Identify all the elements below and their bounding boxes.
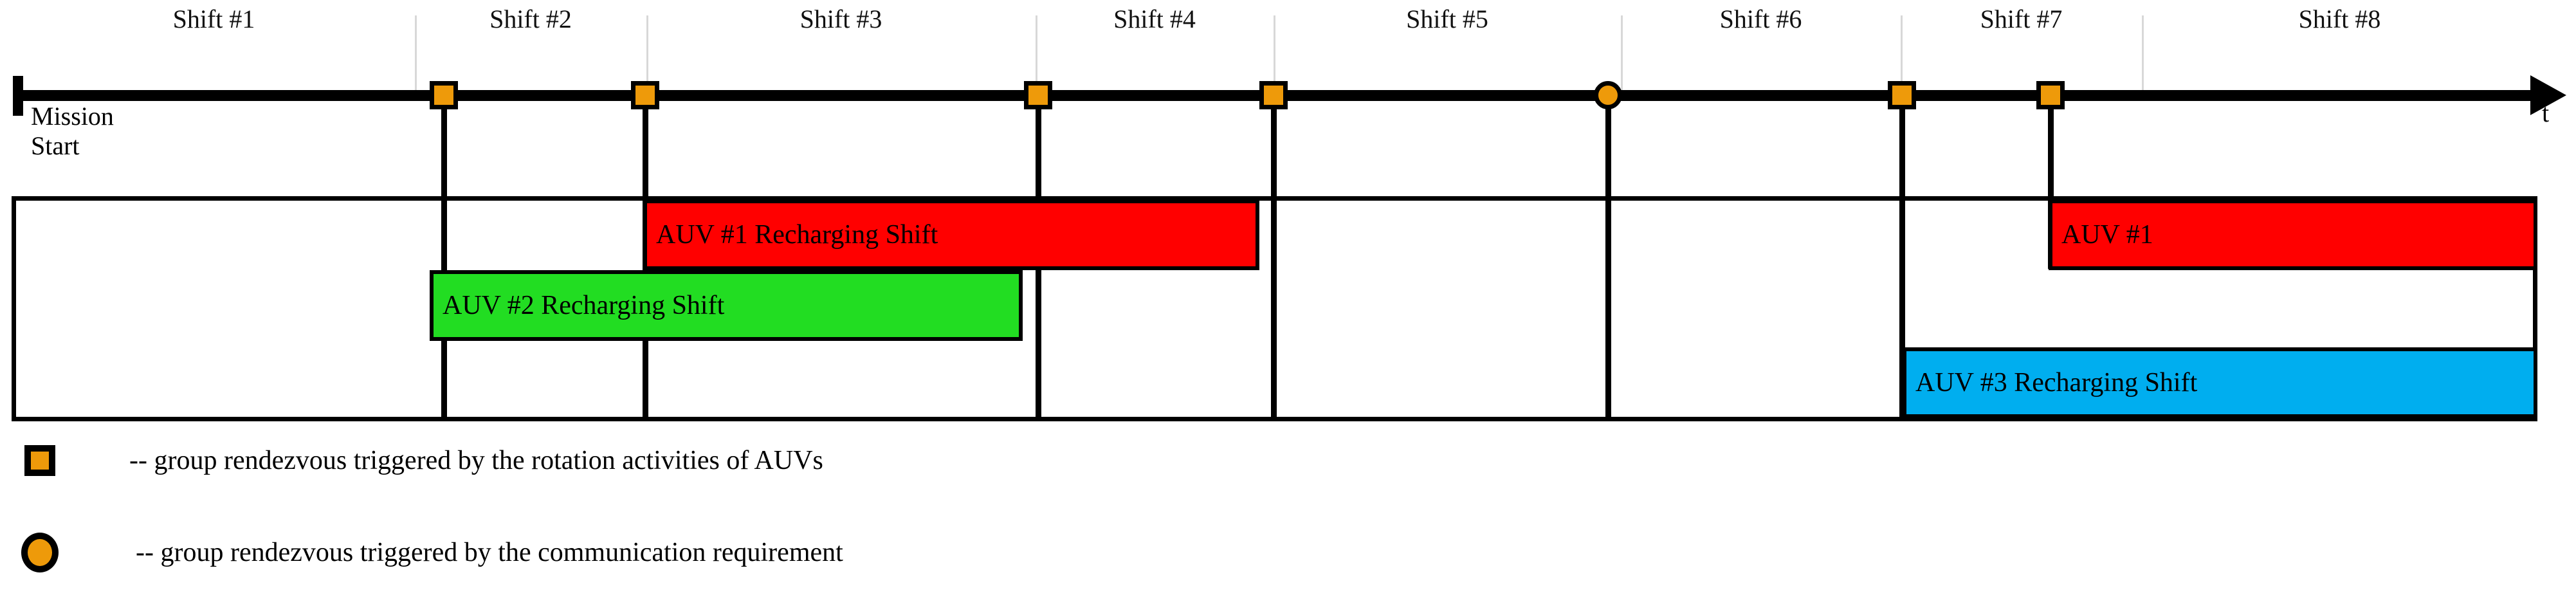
shift-label-8: Shift #8: [2298, 5, 2381, 33]
shift-divider-3: [1036, 15, 1037, 90]
rendezvous-marker-shift3-4: [1024, 81, 1052, 109]
auv3-recharging-bar-label: AUV #3 Recharging Shift: [1915, 368, 2198, 398]
shift-divider-2: [646, 15, 648, 90]
legend-text-1: -- group rendezvous triggered by the rot…: [129, 446, 823, 475]
rendezvous-marker-shift5-6: [1594, 81, 1622, 109]
auv2-recharging-bar-label: AUV #2 Recharging Shift: [443, 291, 725, 320]
auv1-recharging-bar-label: AUV #1 Recharging Shift: [656, 220, 938, 250]
auv1-recharging-bar-second: AUV #1: [2049, 199, 2537, 270]
legend-row-2: -- group rendezvous triggered by the com…: [0, 533, 843, 572]
legend-square-icon: [24, 445, 55, 476]
auv2-recharging-bar: AUV #2 Recharging Shift: [430, 270, 1023, 341]
rendezvous-marker-shift7-8-dropline: [2048, 95, 2054, 269]
time-axis-arrow-icon: [2530, 75, 2566, 115]
legend-circle-icon: [21, 533, 59, 572]
auv3-recharging-bar: AUV #3 Recharging Shift: [1903, 347, 2537, 418]
rendezvous-marker-shift4-5-dropline: [1271, 95, 1277, 421]
shift-divider-5: [1621, 15, 1623, 90]
mission-start-label: Mission Start: [31, 102, 114, 160]
rendezvous-marker-shift4-5: [1259, 81, 1288, 109]
auv1-recharging-bar: AUV #1 Recharging Shift: [643, 199, 1259, 270]
shift-label-1: Shift #1: [172, 5, 255, 33]
shift-divider-1: [415, 15, 417, 90]
shift-label-7: Shift #7: [1980, 5, 2063, 33]
shift-label-4: Shift #4: [1113, 5, 1196, 33]
legend-text-2: -- group rendezvous triggered by the com…: [136, 538, 843, 567]
rendezvous-marker-shift1-2-dropline: [441, 95, 447, 421]
shift-label-5: Shift #5: [1406, 5, 1488, 33]
shift-divider-4: [1274, 15, 1275, 90]
rendezvous-marker-shift6-7: [1888, 81, 1916, 109]
legend-row-1: -- group rendezvous triggered by the rot…: [0, 445, 823, 476]
shift-divider-7: [2142, 15, 2144, 90]
time-axis-label: t: [2542, 98, 2550, 127]
rendezvous-marker-shift2-3: [631, 81, 659, 109]
rendezvous-marker-shift6-7-dropline: [1899, 95, 1905, 421]
shift-label-3: Shift #3: [799, 5, 882, 33]
shift-label-6: Shift #6: [1719, 5, 1802, 33]
rendezvous-marker-shift5-6-dropline: [1605, 95, 1611, 421]
shift-divider-6: [1901, 15, 1903, 90]
auv1-recharging-bar-second-label: AUV #1: [2061, 220, 2153, 250]
shift-label-2: Shift #2: [489, 5, 572, 33]
rendezvous-marker-shift7-8: [2036, 81, 2065, 109]
rendezvous-marker-shift1-2: [430, 81, 458, 109]
